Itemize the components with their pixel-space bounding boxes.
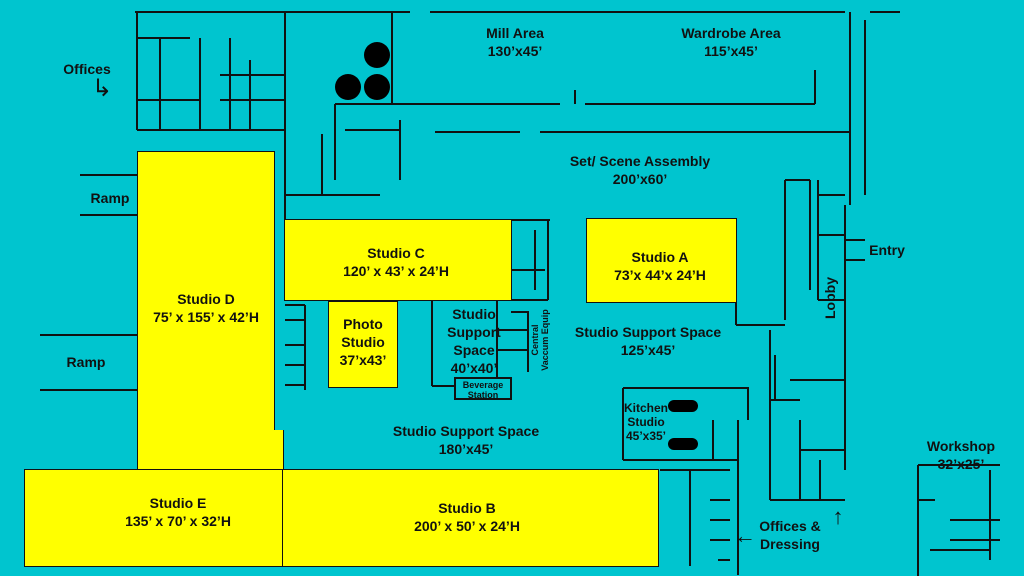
tank-icon	[364, 74, 390, 100]
studio-d	[137, 151, 275, 432]
studio-b	[282, 469, 659, 567]
ramp-bottom-label: Ramp	[66, 354, 106, 370]
offices-arrow-icon: ↳	[91, 75, 113, 102]
photo-studio	[328, 301, 398, 388]
tank-icon	[364, 42, 390, 68]
tank-icon	[335, 74, 361, 100]
arrow-left-icon: ←	[734, 523, 756, 548]
studio-a	[586, 218, 737, 303]
entry-label: Entry	[869, 242, 905, 258]
ramp-top-label: Ramp	[90, 190, 130, 206]
arrow-up-icon: ↑	[832, 504, 844, 529]
appliance-icon	[668, 400, 698, 412]
appliance-icon	[668, 438, 698, 450]
offices-label: Offices	[63, 61, 111, 77]
studio-e	[24, 469, 283, 567]
studio-d-lower	[137, 430, 284, 471]
studio-c	[284, 219, 512, 301]
lobby-label: Lobby	[822, 277, 838, 319]
offices-dressing-label: Offices &Dressing	[759, 518, 821, 552]
